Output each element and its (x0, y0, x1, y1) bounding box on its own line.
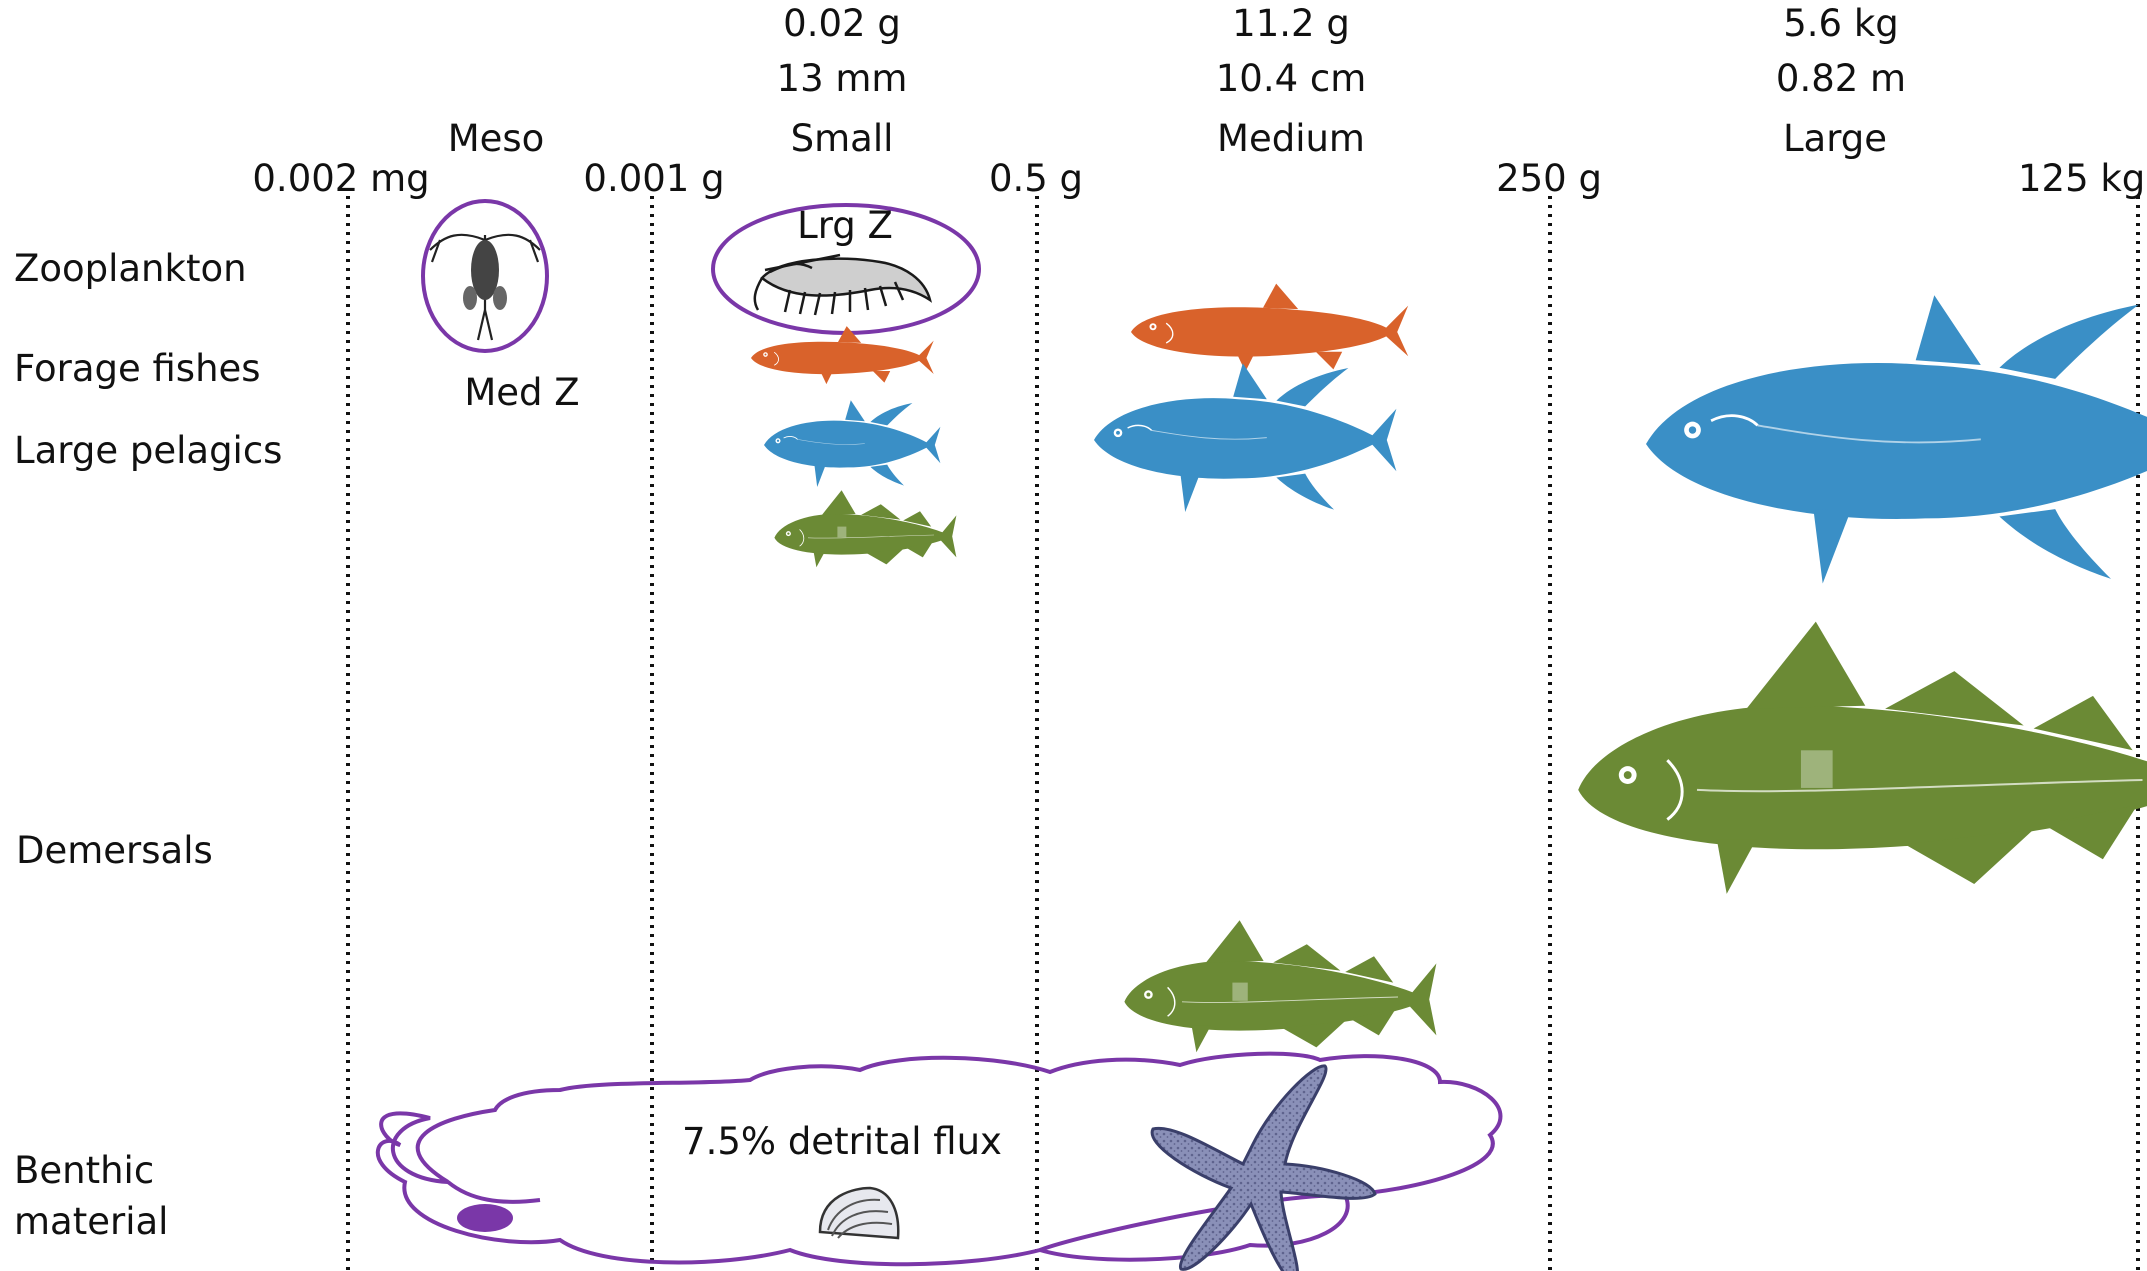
medium-zooplankton-label: Med Z (464, 374, 579, 411)
size-class-meso: Meso (448, 120, 545, 157)
boundary-label-5: 125 kg (2018, 160, 2145, 197)
starfish-icon (1152, 1066, 1375, 1271)
large-length-label: 0.82 m (1776, 60, 1906, 97)
medium-forage-fish-icon (1131, 284, 1408, 372)
small-weight-label: 0.02 g (783, 5, 901, 42)
group-label-benthic-material: Benthic material (14, 1145, 184, 1247)
medium-zooplankton-icon (423, 201, 547, 351)
boundary-label-3: 0.5 g (989, 160, 1083, 197)
large-weight-label: 5.6 kg (1783, 5, 1899, 42)
boundary-label-4: 250 g (1496, 160, 1602, 197)
size-class-large: Large (1783, 120, 1887, 157)
size-class-medium: Medium (1217, 120, 1365, 157)
group-label-large-pelagics: Large pelagics (14, 432, 282, 469)
large-zooplankton-label: Lrg Z (797, 207, 893, 244)
group-label-forage-fishes: Forage fishes (14, 350, 261, 387)
small-large-pelagic-icon (764, 400, 940, 487)
boundary-label-2: 0.001 g (583, 160, 724, 197)
medium-large-pelagic-icon (1094, 363, 1396, 512)
clam-icon (820, 1188, 898, 1238)
small-demersal-icon (774, 490, 956, 567)
small-length-label: 13 mm (777, 60, 908, 97)
medium-demersal-icon (1124, 920, 1436, 1052)
large-demersal-icon (1578, 622, 2147, 894)
boundary-label-1: 0.002 mg (252, 160, 429, 197)
large-large-pelagic-icon (1646, 295, 2147, 583)
medium-length-label: 10.4 cm (1216, 60, 1367, 97)
small-forage-fish-icon (751, 326, 934, 384)
detrital-flux-label: 7.5% detrital flux (682, 1123, 1002, 1160)
group-label-zooplankton: Zooplankton (14, 250, 247, 287)
medium-weight-label: 11.2 g (1232, 5, 1350, 42)
group-label-demersals: Demersals (16, 832, 213, 869)
size-class-small: Small (791, 120, 894, 157)
detritus-icon (457, 1204, 513, 1232)
